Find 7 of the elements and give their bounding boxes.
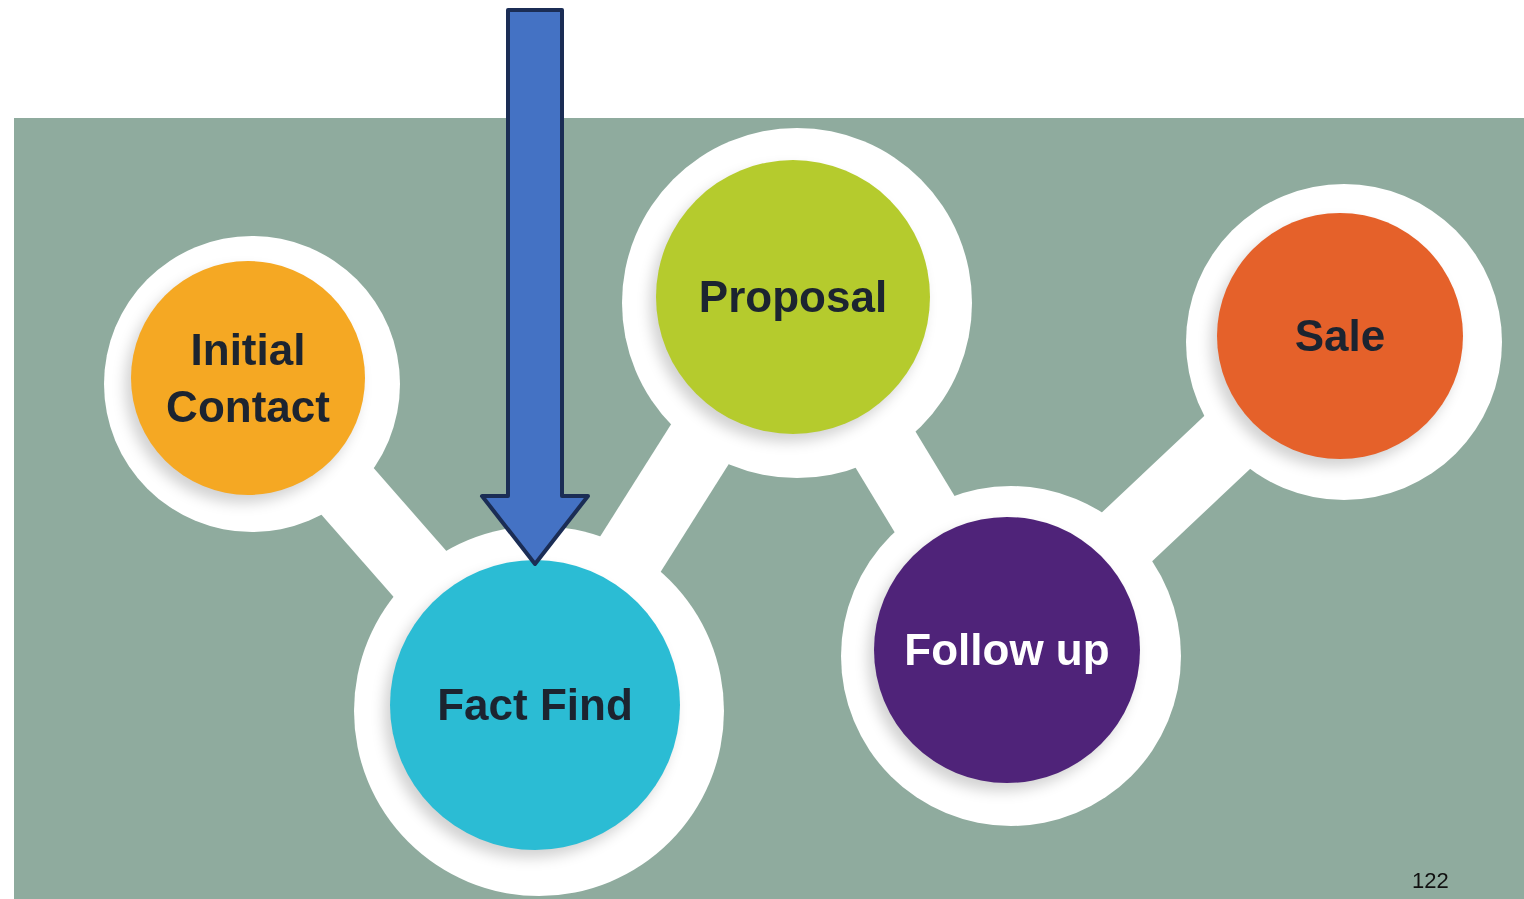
step-label: Follow up	[904, 624, 1110, 677]
step-label: Sale	[1294, 310, 1386, 363]
step-label: Proposal	[698, 271, 888, 324]
page-number: 122	[1412, 868, 1449, 894]
block-arrow	[480, 8, 590, 566]
step-label: Fact Find	[437, 679, 633, 732]
step-label: Initial Contact	[165, 323, 331, 433]
